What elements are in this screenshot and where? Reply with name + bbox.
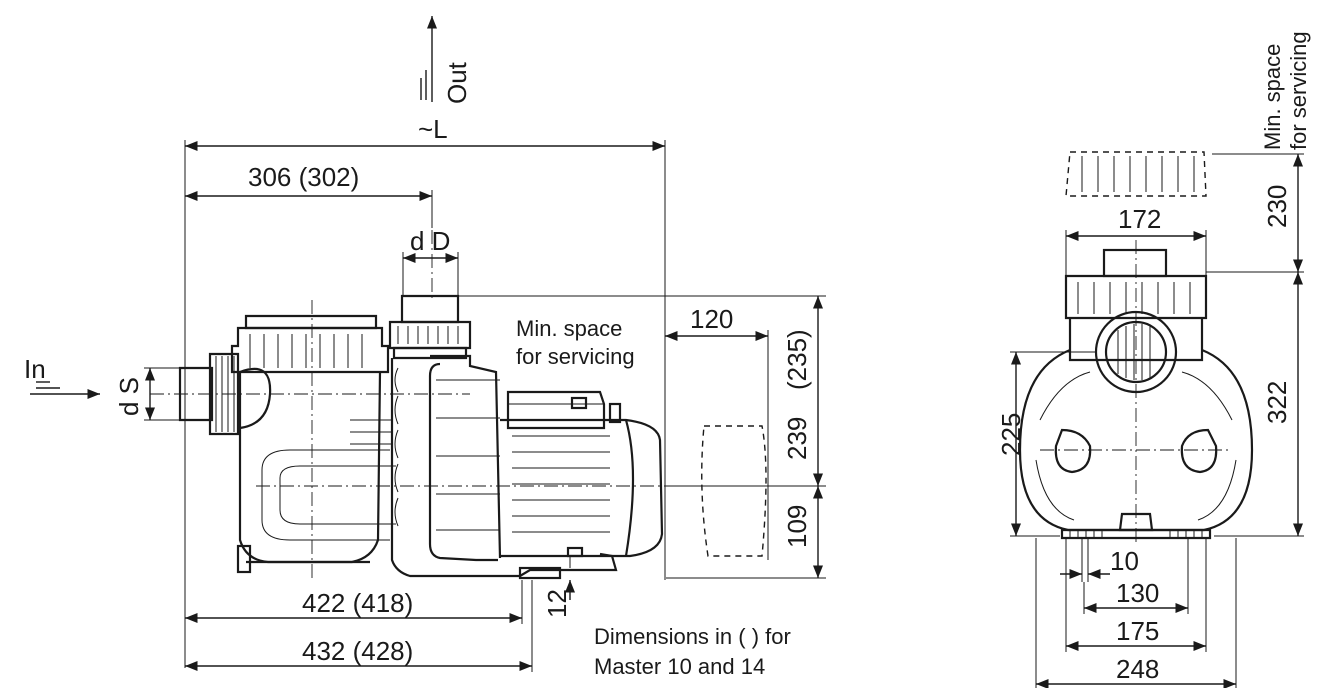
dim-432-line	[185, 580, 533, 672]
servicing-space-outline	[701, 425, 767, 557]
front-servicing-note-line1: Min. space	[1260, 44, 1285, 150]
outlet-diameter-dimension	[402, 252, 459, 296]
servicing-note-line2: for servicing	[516, 344, 635, 369]
servicing-clearance-label: 120	[690, 304, 733, 334]
foot-hole-label: 10	[1110, 546, 1139, 576]
total-height-dimension	[1206, 271, 1304, 537]
foot-width-dimension	[1065, 538, 1207, 652]
pump-side-outline	[178, 294, 664, 580]
axis-height-dimension	[1010, 351, 1096, 537]
lid-width-dimension	[1065, 230, 1207, 276]
lid-clearance-label: 230	[1262, 185, 1292, 228]
dim-422-line	[185, 580, 523, 624]
height-109-label: 109	[782, 505, 812, 548]
height-dimensions	[458, 295, 826, 579]
servicing-note-line1: Min. space	[516, 316, 622, 341]
lid-width-label: 172	[1118, 204, 1161, 234]
flow-out-arrow-icon	[420, 16, 438, 102]
flow-in-arrow-icon	[30, 381, 100, 400]
foot-spacing-label: 130	[1116, 578, 1159, 608]
foot-hole-dimension	[1060, 538, 1110, 582]
outlet-diameter-label: d D	[410, 226, 450, 256]
side-view: Out In ~L 306 (302) d D d S	[24, 16, 826, 672]
foot-height-label: 12	[542, 589, 572, 618]
total-height-label: 322	[1262, 381, 1292, 424]
height-239-label: 239	[782, 417, 812, 460]
dim-306-label: 306 (302)	[248, 162, 359, 192]
dim-432-label: 432 (428)	[302, 636, 413, 666]
base-width-label: 248	[1116, 654, 1159, 684]
dim-306-line	[185, 190, 433, 228]
front-view: Min. space for servicing 230 172	[996, 31, 1311, 688]
footnote-line2: Master 10 and 14	[594, 654, 765, 679]
servicing-clearance-dimension	[665, 330, 769, 560]
front-servicing-note-line2: for servicing	[1286, 31, 1311, 150]
foot-width-label: 175	[1116, 616, 1159, 646]
footnote-line1: Dimensions in ( ) for	[594, 624, 791, 649]
height-235-label: (235)	[782, 329, 812, 390]
front-lid-servicing	[1065, 151, 1207, 197]
inlet-diameter-label: d S	[114, 377, 144, 416]
overall-length-dimension	[184, 140, 666, 668]
base-width-dimension	[1035, 538, 1237, 688]
overall-length-label: ~L	[418, 114, 448, 144]
flow-in-label: In	[24, 354, 46, 384]
foot-spacing-dimension	[1083, 538, 1189, 614]
dim-422-label: 422 (418)	[302, 588, 413, 618]
flow-out-label: Out	[442, 61, 472, 104]
axis-height-label: 225	[996, 413, 1026, 456]
